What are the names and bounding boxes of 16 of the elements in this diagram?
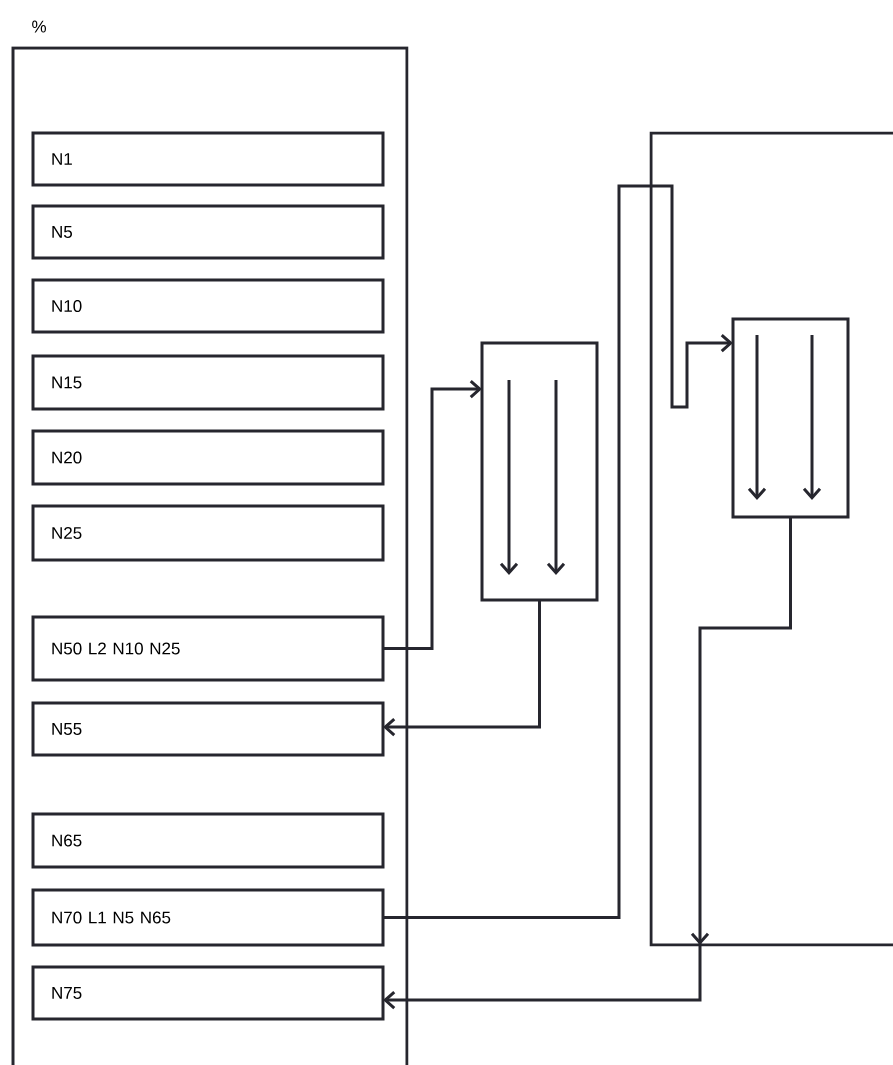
block-box: N5 <box>31 204 385 260</box>
connector-arrow <box>383 600 541 737</box>
block-box: N75 <box>31 965 385 1021</box>
subprogram-frame <box>649 131 893 947</box>
block-box: N55 <box>31 701 385 757</box>
connector-arrow <box>383 517 792 1010</box>
block-box: N65 <box>31 812 385 869</box>
connector-arrow <box>383 379 482 650</box>
block-box: N1 <box>31 131 385 187</box>
connector-arrow <box>383 184 733 919</box>
block-box: N25 <box>31 504 385 562</box>
block-box: N20 <box>31 429 385 486</box>
block-box: N70 L1 N5 N65 <box>31 888 385 947</box>
block-box: N50 L2 N10 N25 <box>31 615 385 682</box>
block-box: N15 <box>31 354 385 411</box>
block-box: N10 <box>31 278 385 334</box>
